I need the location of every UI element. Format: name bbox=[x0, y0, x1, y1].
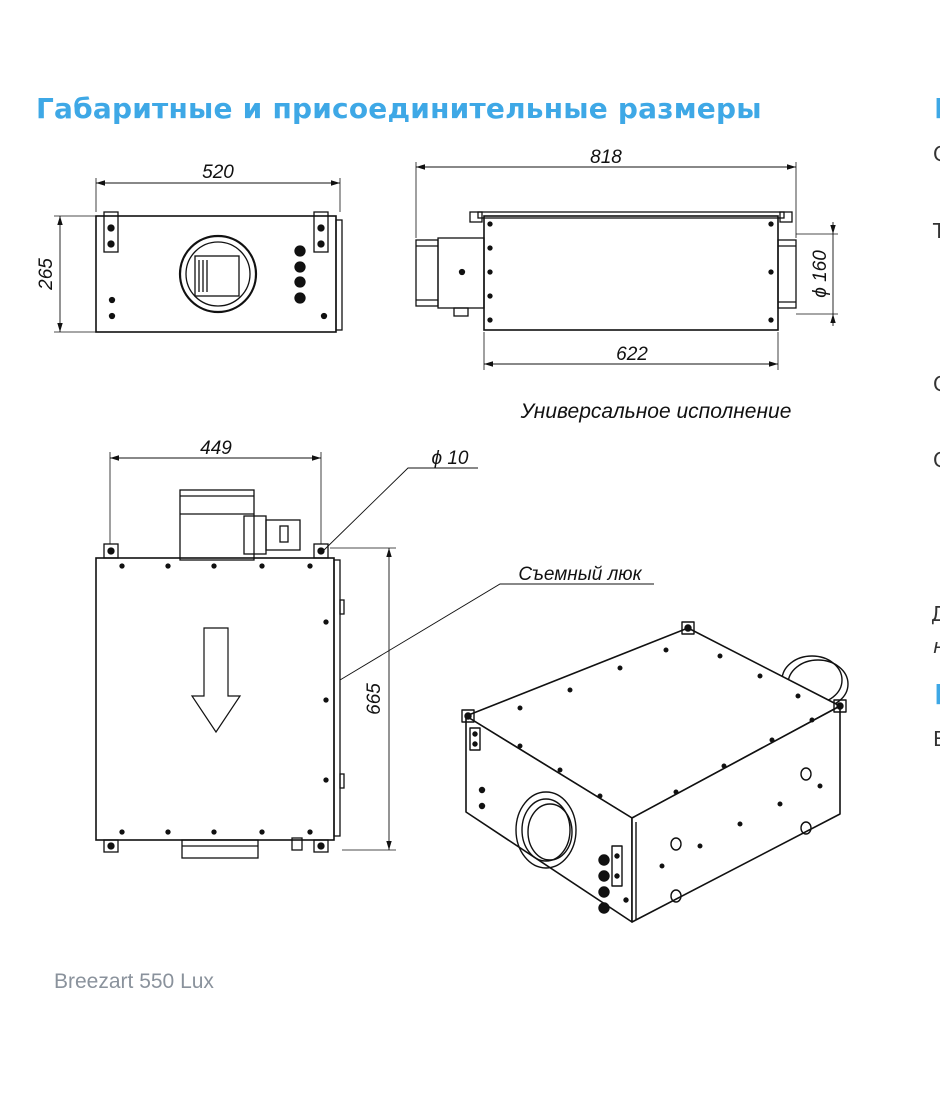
front-width-label: 520 bbox=[202, 162, 234, 183]
top-view bbox=[95, 452, 654, 859]
top-width-label: 449 bbox=[200, 438, 232, 459]
cropped-text-2: T bbox=[933, 219, 940, 243]
cropped-heading-2: I bbox=[934, 678, 940, 711]
front-height-label: 265 bbox=[36, 258, 57, 291]
hole-diameter-label: ϕ 10 bbox=[432, 448, 469, 469]
cropped-text-1: C bbox=[933, 142, 940, 166]
top-length-label: 665 bbox=[364, 683, 385, 715]
isometric-view bbox=[461, 621, 849, 923]
cropped-text-7: B bbox=[933, 727, 940, 751]
front-view bbox=[54, 178, 343, 333]
side-view bbox=[415, 162, 838, 370]
cropped-text-6: н bbox=[933, 634, 940, 658]
cropped-heading-1: I bbox=[934, 92, 940, 125]
cropped-text-3: C bbox=[933, 372, 940, 396]
side-view-caption: Универсальное исполнение bbox=[520, 400, 792, 423]
removable-hatch-label: Съемный люк bbox=[518, 564, 642, 585]
cropped-text-4: C bbox=[933, 448, 940, 472]
footer-model-name: Breezart 550 Lux bbox=[54, 970, 214, 993]
side-length-label: 818 bbox=[590, 147, 622, 168]
cropped-text-5: Д bbox=[931, 602, 940, 626]
page-title: Габаритные и присоединительные размеры bbox=[36, 92, 762, 125]
side-body-length-label: 622 bbox=[616, 344, 648, 365]
duct-diameter-label: ϕ 160 bbox=[810, 250, 831, 298]
